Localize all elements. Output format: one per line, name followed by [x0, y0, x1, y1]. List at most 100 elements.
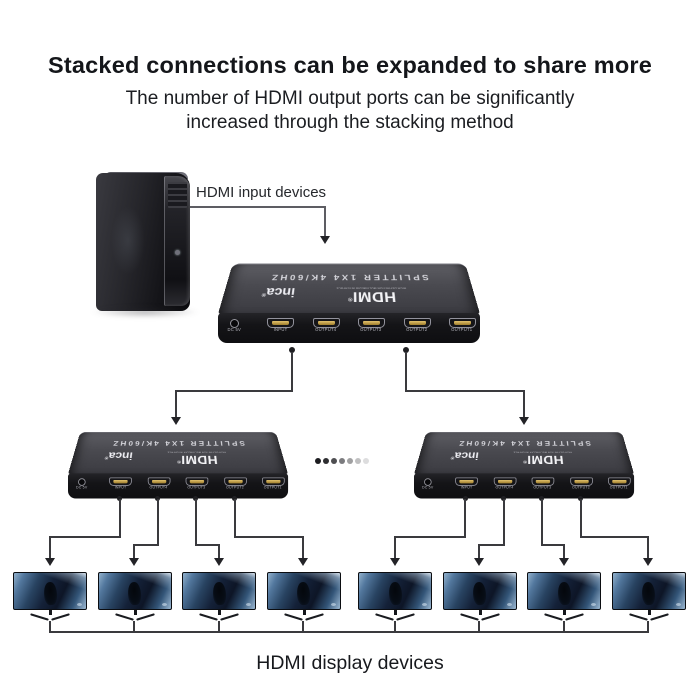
hdmi-logo: HDMI® HIGH-DEFINITION MULTIMEDIA INTERFA… — [306, 284, 438, 306]
monitor-stand — [197, 610, 241, 622]
arrow-down-icon — [519, 417, 529, 425]
hdmi-port-output1: OUTPUT1 — [447, 318, 477, 335]
splitter-main: HDMI® HIGH-DEFINITION MULTIMEDIA INTERFA… — [218, 252, 480, 344]
hdmi-port-output3: OUTPUT3 — [356, 318, 386, 335]
hdmi-logo-text: HDMI — [352, 288, 397, 306]
dc-jack-icon — [77, 478, 86, 486]
hdmi-connector-icon — [185, 477, 208, 486]
junction-dot-icon — [539, 496, 544, 501]
hdmi-connector-icon — [448, 318, 476, 328]
stand-leg-right — [565, 613, 585, 621]
hdmi-splitter-device: HDMI® HIGH-DEFINITION MULTIMEDIA INTERFA… — [68, 422, 289, 499]
hdmi-port-output2: OUTPUT2 — [569, 477, 594, 491]
hdmi-connector-icon — [403, 318, 431, 328]
monitor-stand — [458, 610, 502, 622]
connection-line — [647, 536, 649, 560]
hdmi-logo-caption: HIGH-DEFINITION MULTIMEDIA INTERFACE — [513, 450, 573, 454]
dc-power-port: DC 5V — [74, 477, 89, 492]
hdmi-port-output3: OUTPUT3 — [184, 477, 209, 491]
monitor-screen — [266, 572, 341, 610]
hdmi-logo: HDMI® HIGH-DEFINITION MULTIMEDIA INTERFA… — [142, 449, 253, 467]
dc-power-port: DC 5V — [225, 317, 243, 335]
port-label-input: INPUT — [114, 485, 126, 490]
hdmi-connector-icon — [147, 477, 171, 486]
connection-line — [503, 499, 505, 546]
connection-line — [406, 390, 525, 392]
connection-line — [175, 390, 293, 392]
connection-line — [218, 621, 220, 633]
game-character-silhouette — [557, 581, 572, 606]
port-label-output4: OUTPUT4 — [315, 328, 337, 333]
game-character-silhouette — [641, 581, 657, 606]
screen-glint — [246, 603, 252, 606]
arrow-down-icon — [474, 558, 484, 566]
splitter-top-face: HDMI® HIGH-DEFINITION MULTIMEDIA INTERFA… — [68, 431, 289, 475]
hdmi-port-input: INPUT — [107, 477, 132, 491]
monitor-display — [13, 572, 87, 622]
stand-neck — [49, 610, 52, 615]
splitter-top-print: HDMI® HIGH-DEFINITION MULTIMEDIA INTERFA… — [218, 264, 480, 314]
port-label-output1: OUTPUT1 — [264, 485, 282, 490]
hdmi-port-output4: OUTPUT4 — [146, 477, 171, 491]
connection-line — [405, 352, 407, 392]
hdmi-port-output1: OUTPUT1 — [606, 477, 631, 491]
connection-line — [394, 536, 466, 538]
port-label-output2: OUTPUT2 — [226, 485, 245, 490]
connection-line — [234, 536, 304, 538]
subtitle-line-2: increased through the stacking method — [186, 112, 514, 133]
pc-tower-front-panel — [164, 176, 190, 306]
monitor-display — [611, 572, 686, 622]
junction-dot-icon — [463, 496, 468, 501]
monitor-display — [358, 572, 432, 622]
connection-line — [175, 390, 177, 418]
hdmi-connector-icon — [312, 318, 340, 328]
connection-line — [478, 621, 480, 633]
junction-dot-icon — [578, 496, 583, 501]
monitor-group-right — [358, 572, 686, 622]
monitor-screen — [442, 572, 517, 610]
screen-glint — [675, 603, 681, 606]
hdmi-connector-icon — [531, 477, 554, 486]
connection-line — [157, 499, 159, 546]
monitor-screen — [611, 572, 686, 610]
connection-line — [234, 499, 236, 538]
monitor-screen — [97, 572, 172, 610]
junction-dot-icon — [155, 496, 160, 501]
dc-jack-icon — [229, 319, 239, 328]
hdmi-connector-icon — [223, 477, 247, 486]
connection-line — [133, 544, 135, 560]
connection-line — [394, 621, 396, 633]
monitor-stand — [542, 610, 586, 622]
hdmi-logo-caption: HIGH-DEFINITION MULTIMEDIA INTERFACE — [336, 286, 407, 289]
arrow-down-icon — [320, 236, 330, 244]
arrow-down-icon — [298, 558, 308, 566]
monitor-group-left — [13, 572, 341, 622]
connection-line — [324, 206, 326, 238]
hdmi-splitter-device: HDMI® HIGH-DEFINITION MULTIMEDIA INTERFA… — [414, 422, 635, 499]
port-label-output4: OUTPUT4 — [149, 485, 168, 490]
connection-line — [119, 499, 121, 538]
connection-line — [394, 536, 396, 560]
stand-neck — [478, 610, 482, 615]
screen-glint — [161, 603, 167, 606]
junction-dot-icon — [501, 496, 506, 501]
hdmi-display-devices-label: HDMI display devices — [256, 652, 444, 674]
stand-leg-right — [220, 613, 240, 621]
connection-line — [523, 390, 525, 418]
splitter-front-panel: DC 5V INPUT OUTPUT4 OUTPUT3 OUTPUT2 OUTP… — [218, 313, 480, 343]
inca-logo: inca® — [104, 449, 134, 463]
stand-leg-left — [199, 613, 219, 621]
port-label-output3: OUTPUT3 — [187, 485, 206, 490]
stand-neck — [394, 610, 397, 615]
splitter-top-print: HDMI® HIGH-DEFINITION MULTIMEDIA INTERFA… — [68, 432, 288, 474]
junction-dot-icon — [232, 496, 237, 501]
stand-leg-left — [544, 613, 564, 621]
stand-leg-right — [480, 613, 500, 621]
connection-line — [464, 499, 466, 538]
monitor-stand — [282, 610, 326, 622]
splitter-top-face: HDMI® HIGH-DEFINITION MULTIMEDIA INTERFA… — [414, 431, 635, 475]
arrow-down-icon — [129, 558, 139, 566]
page-subtitle: The number of HDMI output ports can be s… — [0, 87, 700, 135]
hdmi-port-output2: OUTPUT2 — [223, 477, 248, 491]
